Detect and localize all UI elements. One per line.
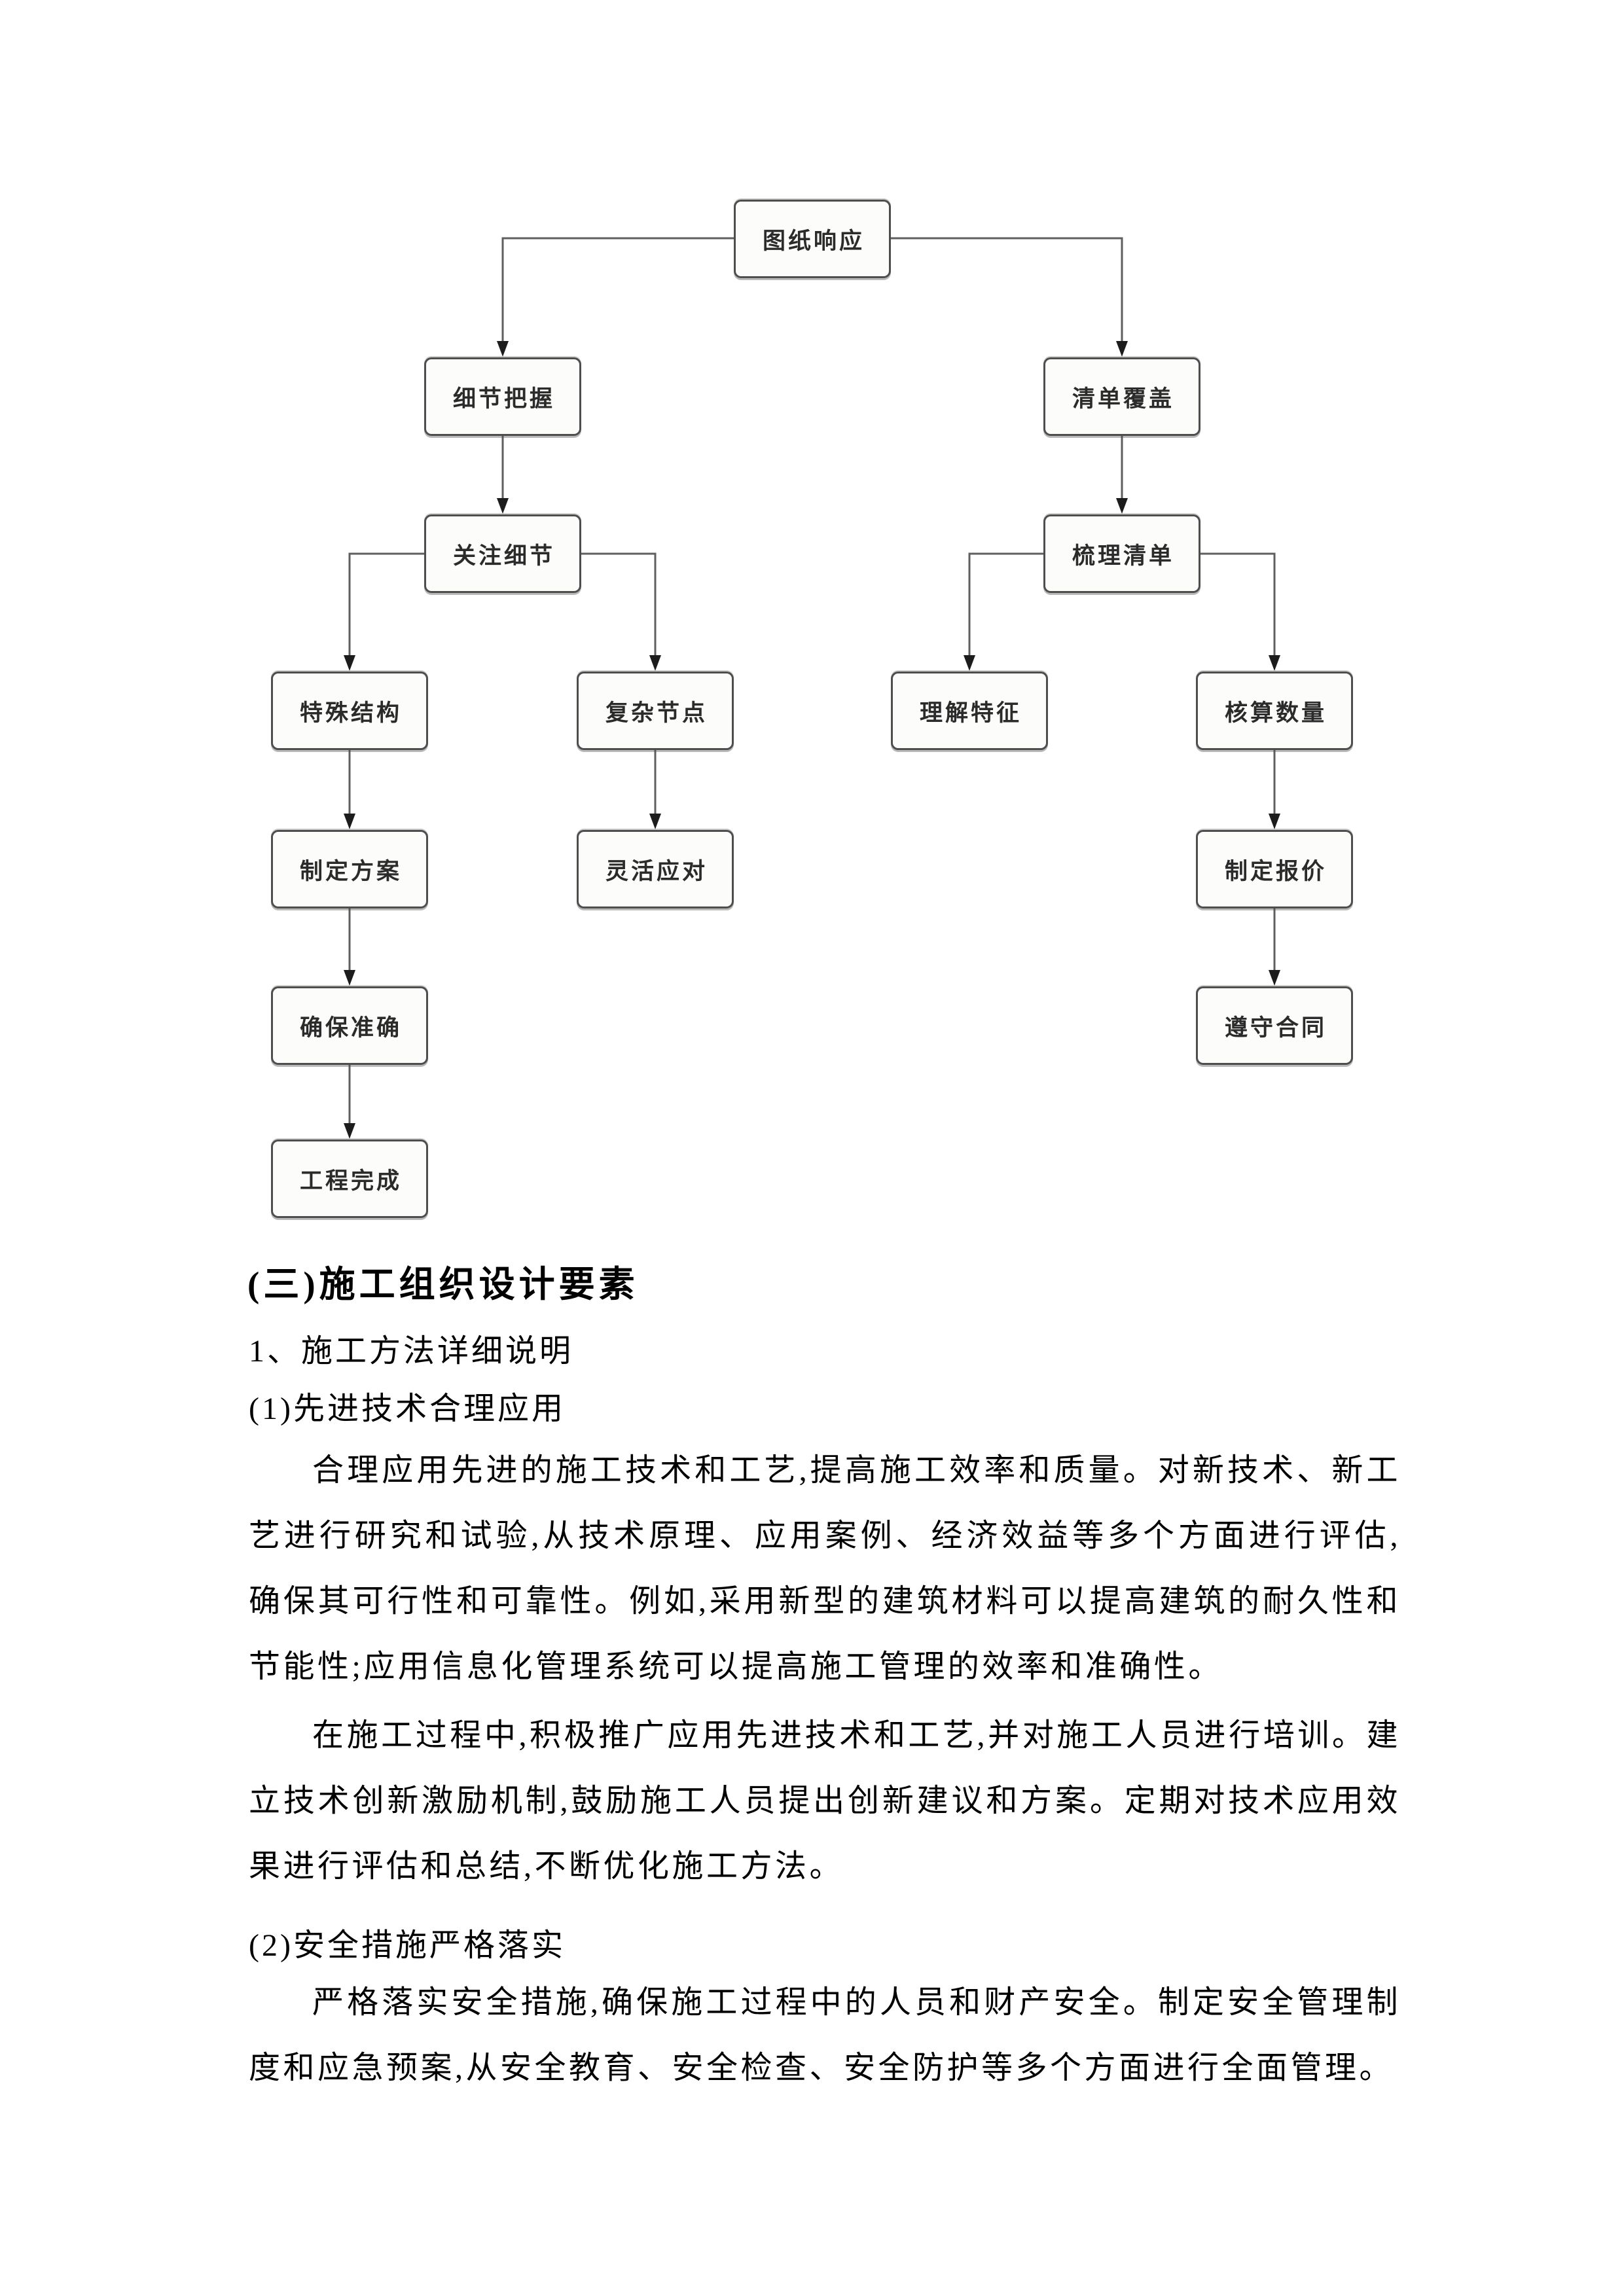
arrowhead-icon (497, 341, 509, 357)
flowchart-node-label: 工程完成 (299, 1168, 402, 1194)
flowchart-node-label: 遵守合同 (1224, 1014, 1327, 1041)
flowchart-node-hesuan-shuliang: 核算数量 (1196, 672, 1353, 750)
flowchart-node-shuli-qingdan: 梳理清单 (1043, 514, 1200, 593)
flowchart-node-label: 梳理清单 (1072, 543, 1174, 569)
flowchart-node-label: 复杂节点 (605, 700, 708, 726)
flowchart-node-label: 清单覆盖 (1072, 386, 1174, 412)
item2-heading: (2)安全措施严格落实 (249, 1928, 566, 1963)
arrowhead-icon (649, 655, 661, 671)
arrowhead-icon (964, 655, 975, 671)
flowchart-node-linghuo-yingdui: 灵活应对 (577, 830, 734, 908)
flowchart-node-fuza-jiedian: 复杂节点 (577, 672, 734, 750)
arrowhead-icon (1116, 341, 1128, 357)
flowchart-node-label: 灵活应对 (605, 858, 708, 884)
flowchart-node-lijie-tezheng: 理解特征 (891, 672, 1048, 750)
arrowhead-icon (1116, 498, 1128, 514)
flowchart-node-zhiding-fangan: 制定方案 (271, 830, 428, 908)
connector-tuzhi-xiangying-to-qingdan-fugai (891, 237, 1123, 344)
arrowhead-icon (344, 1123, 355, 1139)
flowchart-node-xijie-bawo: 细节把握 (424, 357, 581, 436)
connector-tuzhi-xiangying-to-xijie-bawo (501, 237, 734, 344)
flowchart-node-teshu-jiegou: 特殊结构 (271, 672, 428, 750)
arrowhead-icon (344, 814, 355, 829)
flowchart: 图纸响应细节把握 清单覆盖关注细节 梳理清单特殊结构 复杂节点 理解特征 核算数量制定方案… (271, 200, 1353, 1218)
flowchart-node-label: 核算数量 (1224, 700, 1327, 726)
flowchart-node-label: 关注细节 (452, 543, 555, 569)
flowchart-node-guanzhu-xijie: 关注细节 (424, 514, 581, 593)
flowchart-connectors (344, 237, 1280, 1139)
connector-guanzhu-xijie-to-fuza-jiedian (581, 552, 657, 658)
item1-heading: (1)先进技术合理应用 (249, 1391, 566, 1426)
flowchart-node-label: 理解特征 (919, 700, 1022, 726)
arrowhead-icon (344, 970, 355, 986)
flowchart-node-label: 图纸响应 (762, 228, 865, 254)
arrowhead-icon (344, 655, 355, 671)
item2-paragraph-1: 严格落实安全措施,确保施工过程中的人员和财产安全。制定安全管理制度和应急预案,从… (249, 1985, 1401, 2085)
item1-paragraph-2: 在施工过程中,积极推广应用先进技术和工艺,并对施工人员进行培训。建立技术创新激励… (249, 1718, 1401, 1884)
flowchart-node-label: 细节把握 (452, 386, 555, 412)
flowchart-node-label: 制定方案 (299, 858, 402, 884)
arrowhead-icon (497, 498, 509, 514)
sub-heading: 1、施工方法详细说明 (249, 1334, 574, 1369)
arrowhead-icon (1269, 814, 1280, 829)
connector-shuli-qingdan-to-lijie-tezheng (968, 552, 1043, 658)
arrowhead-icon (1269, 655, 1280, 671)
flowchart-node-label: 确保准确 (299, 1014, 402, 1041)
connector-shuli-qingdan-to-hesuan-shuliang (1200, 552, 1276, 658)
arrowhead-icon (1269, 970, 1280, 986)
flowchart-node-label: 制定报价 (1224, 858, 1327, 884)
flowchart-node-gongcheng-wancheng: 工程完成 (271, 1139, 428, 1218)
arrowhead-icon (649, 814, 661, 829)
item1-paragraph-1: 合理应用先进的施工技术和工艺,提高施工效率和质量。对新技术、新工艺进行研究和试验… (249, 1453, 1401, 1684)
flowchart-node-zunshou-hetong: 遵守合同 (1196, 986, 1353, 1065)
flowchart-node-label: 特殊结构 (299, 700, 402, 726)
section-heading: (三)施工组织设计要素 (247, 1265, 639, 1304)
connector-guanzhu-xijie-to-teshu-jiegou (348, 552, 424, 658)
flowchart-node-zhiding-baojia: 制定报价 (1196, 830, 1353, 908)
flowchart-node-qingdan-fugai: 清单覆盖 (1043, 357, 1200, 436)
flowchart-node-tuzhi-xiangying: 图纸响应 (734, 200, 891, 278)
flowchart-node-quebao-zhunque: 确保准确 (271, 986, 428, 1065)
